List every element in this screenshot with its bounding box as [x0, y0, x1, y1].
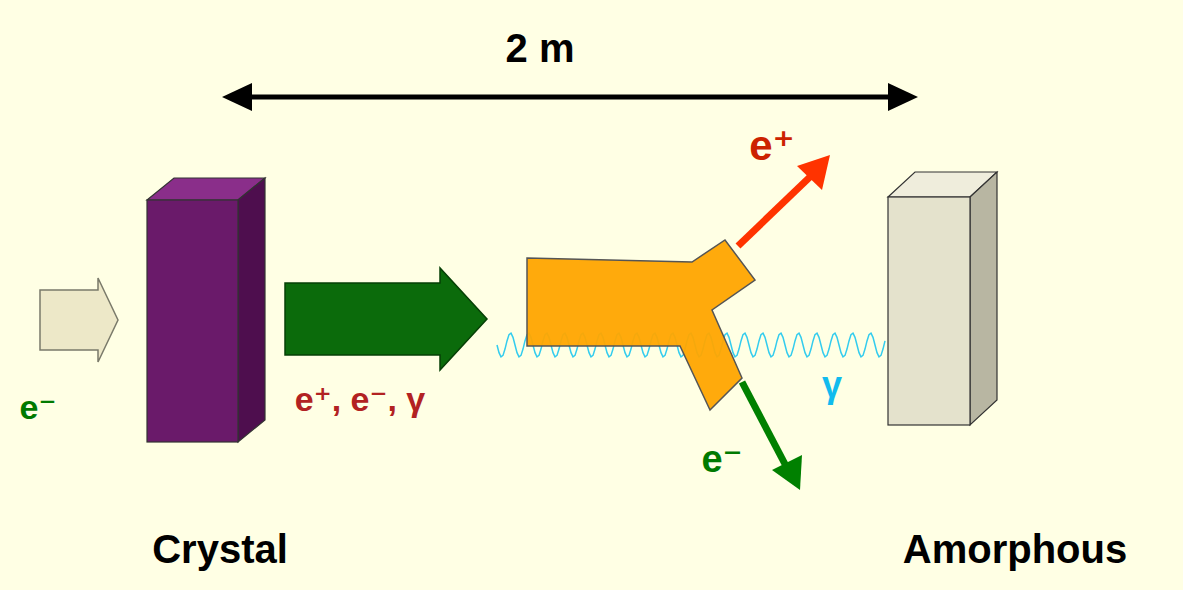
arrow-head — [772, 455, 802, 490]
block-shape — [130, 175, 310, 575]
particle-label: γ — [822, 365, 842, 405]
electron-arrow — [742, 382, 786, 466]
positron-arrow — [738, 175, 812, 246]
block-label: Crystal — [130, 527, 310, 572]
particle-label: e⁺ — [749, 123, 795, 169]
beam-arrow — [285, 268, 487, 370]
arrow-head — [797, 155, 830, 190]
block-label: Amorphous — [880, 527, 1150, 572]
vertex-shape — [527, 240, 755, 410]
target-block: Amorphous — [880, 170, 1150, 580]
arrow-head — [888, 83, 918, 111]
dimension-line — [232, 95, 908, 100]
target-block: Crystal — [130, 175, 310, 575]
particle-label: e⁻ — [701, 439, 742, 481]
particle-label: e⁻ — [20, 389, 57, 426]
particle-label: e⁺, e⁻, γ — [295, 381, 425, 418]
dimension-label: 2 m — [506, 26, 575, 70]
beam-arrow — [40, 278, 118, 362]
arrow-head — [222, 83, 252, 111]
block-shape — [880, 170, 1150, 580]
